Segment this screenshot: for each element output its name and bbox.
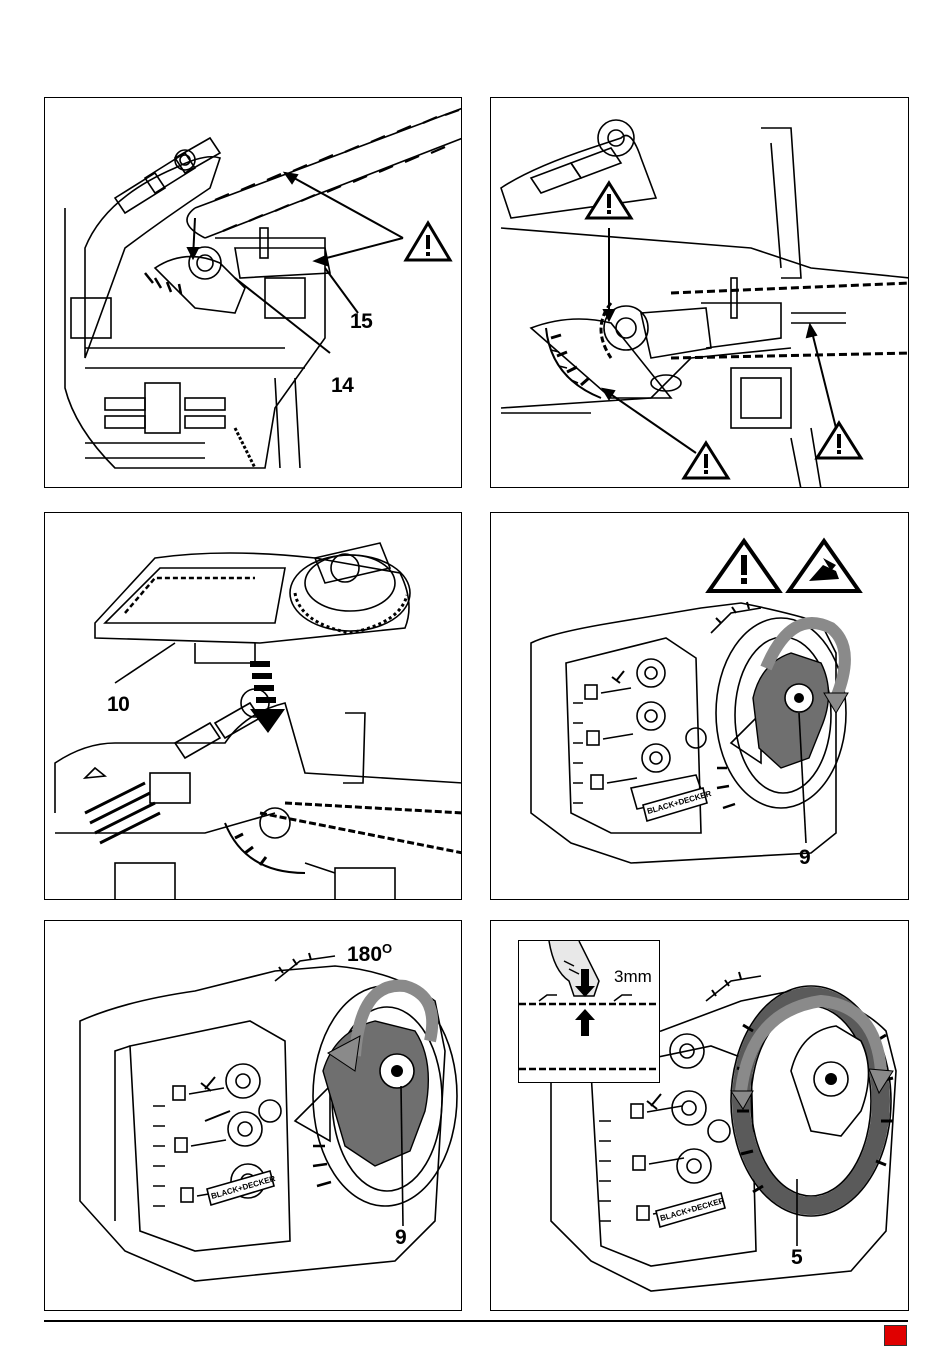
warning-triangle-icon bbox=[406, 223, 450, 260]
sharpener-dial-180-illustration bbox=[45, 921, 462, 1311]
chain-installation-illustration bbox=[491, 98, 909, 488]
rotation-degrees: 180 bbox=[347, 943, 382, 966]
callout-14: 14 bbox=[331, 374, 353, 398]
figure-panel-a: 15 14 bbox=[44, 97, 462, 488]
callout-9: 9 bbox=[799, 846, 810, 870]
chainsaw-chain-tension-illustration bbox=[45, 98, 462, 488]
warning-triangle-icon bbox=[587, 183, 861, 478]
figure-panel-b bbox=[490, 97, 909, 488]
language-marker bbox=[884, 1325, 907, 1346]
depth-gauge-inset: 3mm bbox=[518, 940, 660, 1083]
depth-label: 3mm bbox=[614, 967, 652, 987]
figure-panel-f: 3mm BLACK+DECKER 5 bbox=[490, 920, 909, 1311]
figure-panel-c: 10 bbox=[44, 512, 462, 900]
chain-depth-illustration bbox=[519, 941, 659, 1082]
callout-10: 10 bbox=[107, 693, 129, 717]
figure-panel-e: 180O BLACK+DECKER 9 bbox=[44, 920, 462, 1311]
rotation-unit: O bbox=[382, 941, 392, 956]
callout-5: 5 bbox=[791, 1246, 802, 1270]
footer-rule bbox=[44, 1320, 908, 1322]
callout-9: 9 bbox=[395, 1226, 406, 1250]
figure-panel-d: BLACK+DECKER 9 bbox=[490, 512, 909, 900]
callout-15: 15 bbox=[350, 310, 372, 334]
rotation-label: 180O bbox=[347, 941, 392, 967]
sharpener-dial bbox=[753, 653, 829, 768]
read-manual-icon bbox=[789, 541, 859, 591]
warning-triangle-icon bbox=[709, 541, 779, 591]
sharpener-dial-rotate-illustration bbox=[491, 513, 909, 900]
